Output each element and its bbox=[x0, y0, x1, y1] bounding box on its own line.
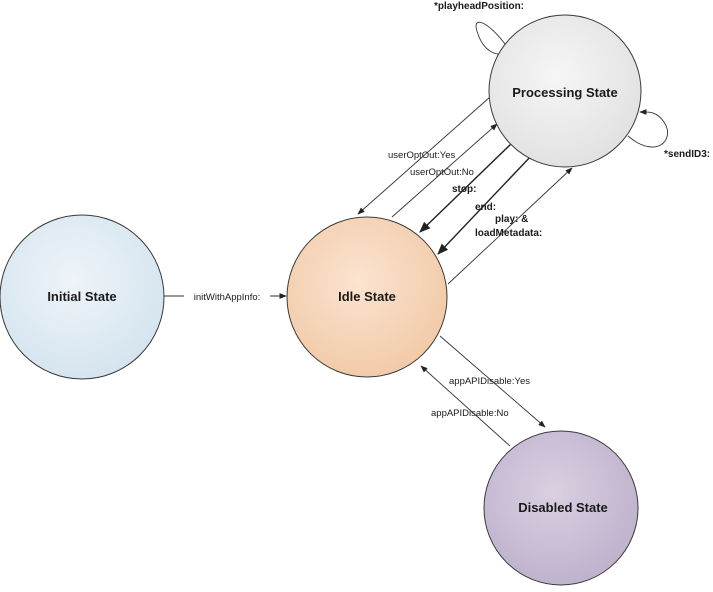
idle-state-label: Idle State bbox=[338, 289, 396, 304]
idle-state[interactable]: Idle State bbox=[286, 216, 448, 378]
label-stop: stop: bbox=[452, 184, 476, 195]
label-send-id3: *sendID3: bbox=[664, 149, 710, 160]
disabled-state[interactable]: Disabled State bbox=[483, 430, 639, 586]
initial-state-label: Initial State bbox=[47, 289, 116, 304]
label-end: end: bbox=[475, 202, 496, 213]
edge-end bbox=[437, 153, 534, 255]
edge-app-api-disable-no bbox=[420, 365, 511, 447]
label-user-opt-out-no: userOptOut:No bbox=[410, 167, 474, 178]
label-app-api-disable-yes: appAPIDisable:Yes bbox=[449, 376, 530, 387]
edge-self-loop-send-id3 bbox=[627, 109, 668, 148]
edge-play-load-metadata bbox=[447, 167, 573, 285]
label-init-with-app-info: initWithAppInfo: bbox=[194, 292, 261, 303]
label-play-line1: play: & bbox=[495, 214, 528, 225]
edge-stop bbox=[419, 141, 514, 233]
processing-state-label: Processing State bbox=[512, 85, 618, 100]
edge-user-opt-out-no bbox=[391, 123, 498, 218]
init-label-bg bbox=[184, 290, 270, 303]
edge-app-api-disable-yes bbox=[439, 335, 546, 428]
edge-user-opt-out-yes bbox=[357, 96, 491, 215]
initial-state[interactable]: Initial State bbox=[0, 214, 165, 380]
disabled-state-label: Disabled State bbox=[518, 500, 608, 515]
label-app-api-disable-no: appAPIDisable:No bbox=[431, 408, 509, 419]
label-playhead-position: *playheadPosition: bbox=[434, 1, 524, 12]
label-user-opt-out-yes: userOptOut:Yes bbox=[388, 150, 455, 161]
processing-state[interactable]: Processing State bbox=[488, 14, 642, 168]
label-play-line2: loadMetadata: bbox=[475, 228, 542, 239]
